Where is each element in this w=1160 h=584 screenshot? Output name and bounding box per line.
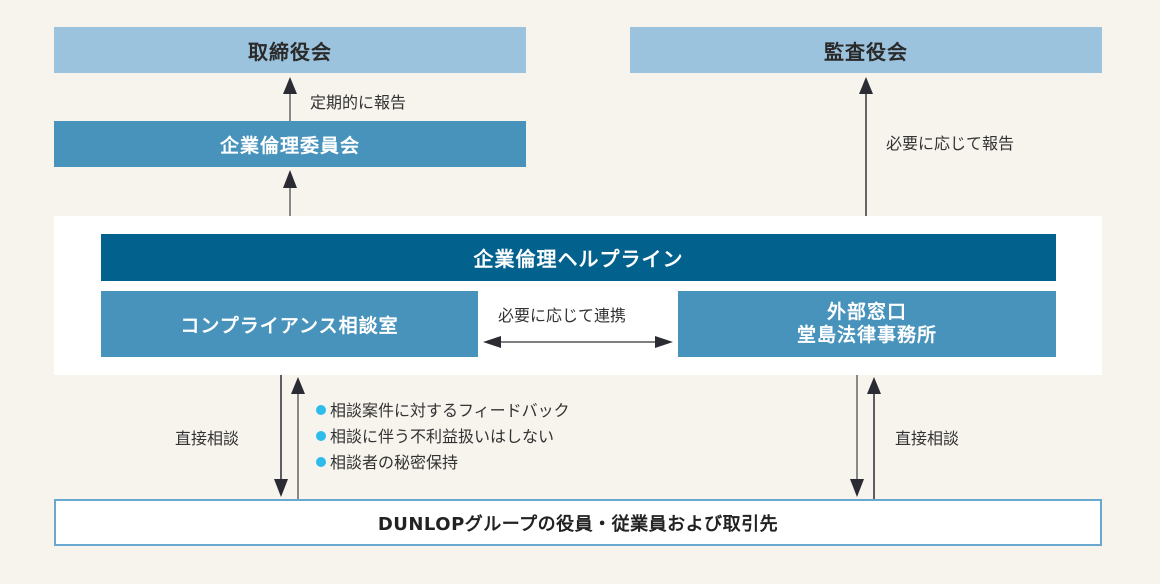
arrowhead-down-icon <box>850 479 864 497</box>
feedback-list: 相談案件に対するフィードバック 相談に伴う不利益扱いはしない 相談者の秘密保持 <box>316 398 570 476</box>
ethics-committee-label: 企業倫理委員会 <box>219 134 360 157</box>
cooperate-label: 必要に応じて連携 <box>498 306 627 325</box>
external-office-line2: 堂島法律事務所 <box>796 324 937 346</box>
arrowhead-up-icon <box>283 77 297 94</box>
ethics-committee-box: 企業倫理委員会 <box>54 121 526 167</box>
helpline-label: 企業倫理ヘルプライン <box>473 247 684 271</box>
feedback-item: 相談に伴う不利益扱いはしない <box>316 424 570 450</box>
compliance-office-label: コンプライアンス相談室 <box>180 314 399 337</box>
compliance-office-box: コンプライアンス相談室 <box>101 291 478 357</box>
feedback-item: 相談者の秘密保持 <box>316 450 570 476</box>
feedback-item: 相談案件に対するフィードバック <box>316 398 570 424</box>
arrowhead-up-icon <box>859 77 873 94</box>
direct-consult-right-label: 直接相談 <box>895 429 960 448</box>
arrowhead-up-icon <box>283 170 297 188</box>
arrowhead-down-icon <box>274 479 288 497</box>
arrowhead-up-icon <box>867 377 881 394</box>
regular-report-label: 定期的に報告 <box>310 93 407 112</box>
arrowhead-left-icon <box>483 336 501 348</box>
stakeholders-label: DUNLOPグループの役員・従業員および取引先 <box>377 513 779 535</box>
arrowhead-up-icon <box>291 377 305 394</box>
bullet-dot-icon <box>316 431 326 441</box>
external-office-box: 外部窓口 堂島法律事務所 <box>678 291 1056 357</box>
report-as-needed-label: 必要に応じて報告 <box>886 134 1015 153</box>
stakeholders-box: DUNLOPグループの役員・従業員および取引先 <box>54 499 1102 546</box>
arrowhead-right-icon <box>655 336 673 348</box>
auditors-box: 監査役会 <box>630 27 1102 73</box>
auditors-label: 監査役会 <box>824 39 908 64</box>
board-box: 取締役会 <box>54 27 526 73</box>
bullet-dot-icon <box>316 457 326 467</box>
external-office-line1: 外部窓口 <box>826 301 907 323</box>
direct-consult-left-label: 直接相談 <box>175 429 240 448</box>
board-label: 取締役会 <box>248 39 332 64</box>
helpline-box: 企業倫理ヘルプライン <box>101 234 1056 281</box>
bullet-dot-icon <box>316 405 326 415</box>
